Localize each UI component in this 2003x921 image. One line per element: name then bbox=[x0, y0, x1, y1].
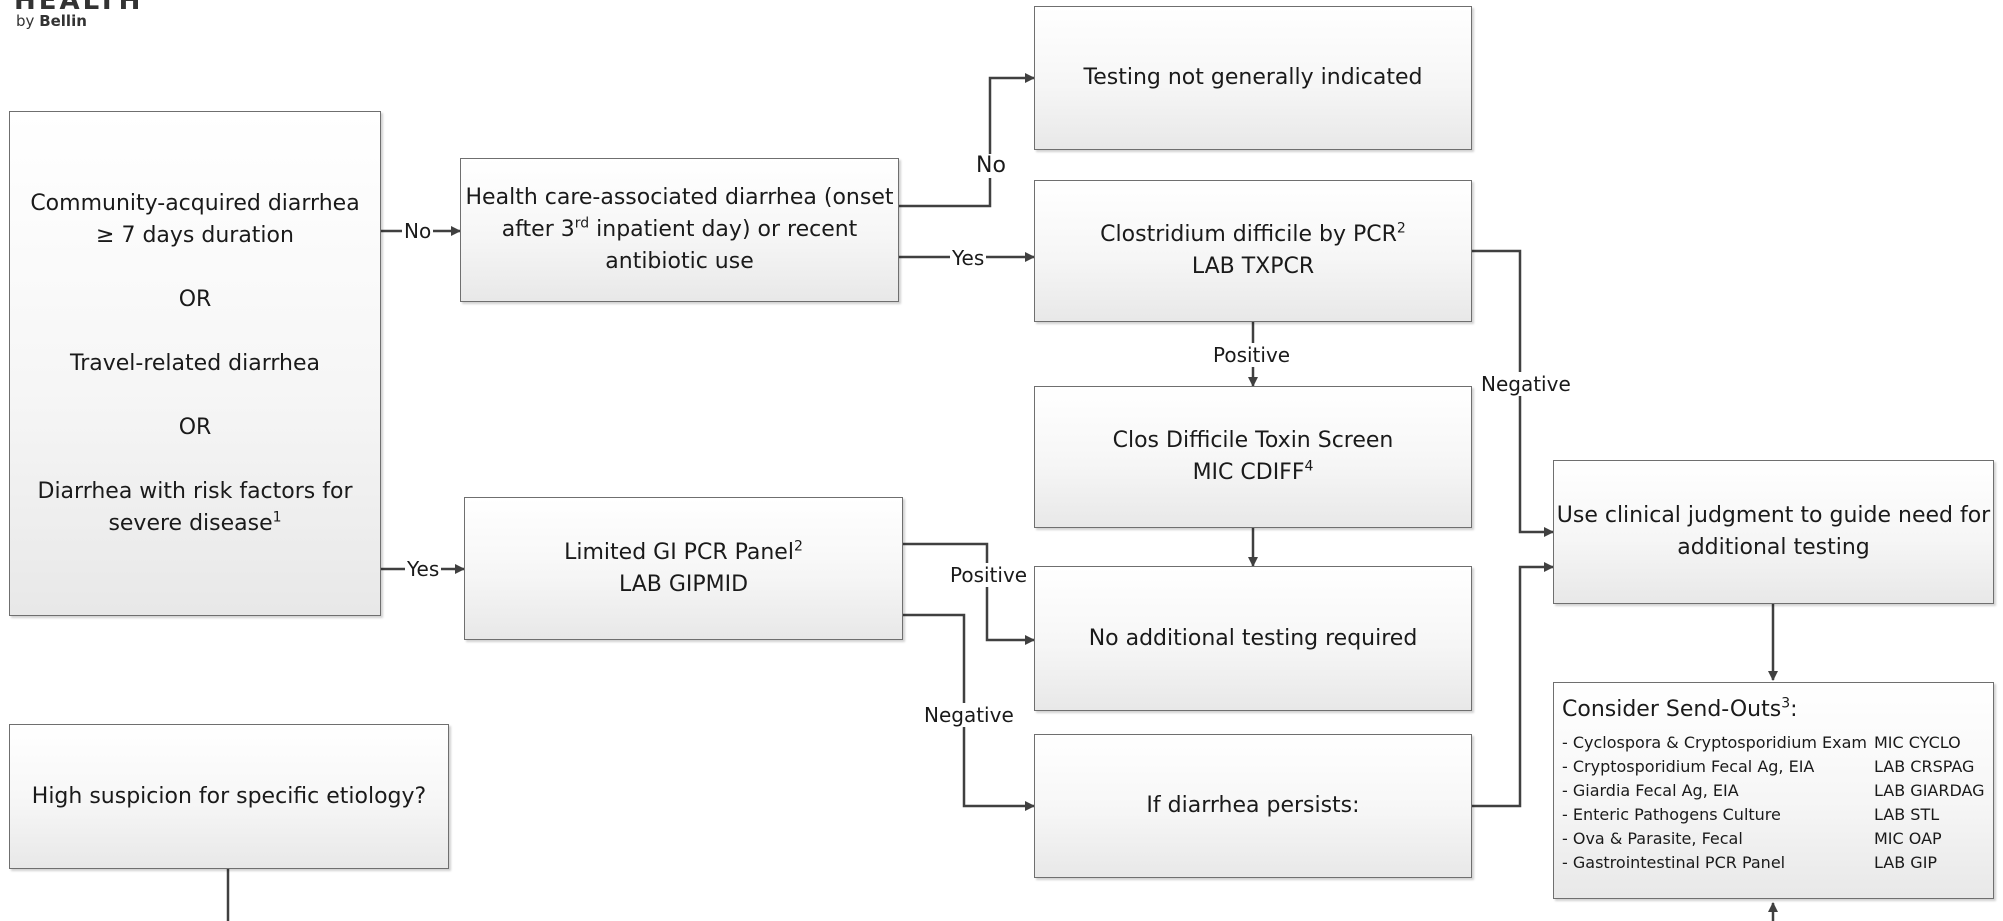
edge-label-start-no: No bbox=[402, 219, 434, 243]
sendout-row: - Gastrointestinal PCR Panel LAB GIP bbox=[1562, 851, 1937, 875]
edge-healthcare-to-not-indicated bbox=[899, 73, 1035, 208]
start-line-5: severe disease1 bbox=[108, 508, 281, 540]
sendouts-title-colon: : bbox=[1790, 697, 1798, 722]
toxin-footnote: 4 bbox=[1304, 458, 1314, 475]
sendout-row: - Ova & Parasite, Fecal MIC OAP bbox=[1562, 827, 1942, 851]
edge-gi-to-no-additional bbox=[903, 542, 1035, 645]
sendout-code: MIC OAP bbox=[1874, 829, 1942, 848]
sendout-row: - Cyclospora & Cryptosporidium Exam MIC C… bbox=[1562, 731, 1961, 755]
start-line-2: ≥ 7 days duration bbox=[96, 222, 294, 248]
persists-box: If diarrhea persists: bbox=[1034, 734, 1472, 878]
edge-label-hc-yes: Yes bbox=[950, 246, 987, 270]
sendouts-footnote: 3 bbox=[1781, 695, 1791, 712]
no-additional-text: No additional testing required bbox=[1088, 625, 1418, 651]
suspicion-box: High suspicion for specific etiology? bbox=[9, 724, 449, 869]
start-line-3: Travel-related diarrhea bbox=[70, 350, 320, 376]
sendouts-title: Consider Send-Outs3: bbox=[1562, 695, 1798, 725]
toxin-screen-box: Clos Difficile Toxin Screen MIC CDIFF4 bbox=[1034, 386, 1472, 528]
sendout-name: - Gastrointestinal PCR Panel bbox=[1562, 853, 1786, 872]
sendout-code: LAB STL bbox=[1874, 805, 1940, 824]
healthcare-line-3: antibiotic use bbox=[605, 249, 754, 274]
sendout-row: - Enteric Pathogens Culture LAB STL bbox=[1562, 803, 1939, 827]
sendout-code: LAB CRSPAG bbox=[1874, 757, 1975, 776]
healthcare-line-2-post: inpatient day) or recent bbox=[589, 217, 858, 242]
sendout-code: LAB GIP bbox=[1874, 853, 1938, 872]
clinical-judgment-box: Use clinical judgment to guide need for … bbox=[1553, 460, 1994, 604]
healthcare-line-2: after 3rd inpatient day) or recent bbox=[502, 214, 858, 246]
edge-label-hc-no: No bbox=[974, 153, 1008, 178]
edge-label-start-yes: Yes bbox=[405, 557, 442, 581]
start-footnote-1: 1 bbox=[272, 509, 282, 526]
limited-gi-panel-box: Limited GI PCR Panel2 LAB GIPMID bbox=[464, 497, 903, 640]
sendout-name: - Cryptosporidium Fecal Ag, EIA bbox=[1562, 757, 1815, 776]
start-line-4: Diarrhea with risk factors for bbox=[37, 478, 353, 504]
healthcare-line-2-sup: rd bbox=[574, 215, 590, 232]
cdiff-pcr-line-1-text: Clostridium difficile by PCR bbox=[1100, 222, 1397, 247]
suspicion-text: High suspicion for specific etiology? bbox=[31, 783, 427, 809]
sendout-code: MIC CYCLO bbox=[1874, 733, 1961, 752]
sendout-name: - Giardia Fecal Ag, EIA bbox=[1562, 781, 1739, 800]
limited-gi-footnote: 2 bbox=[793, 538, 803, 555]
not-indicated-box: Testing not generally indicated bbox=[1034, 6, 1472, 150]
cdiff-pcr-line-2: LAB TXPCR bbox=[1191, 254, 1315, 279]
sendout-code: LAB GIARDAG bbox=[1874, 781, 1985, 800]
logo-by-text: by bbox=[16, 12, 35, 30]
edge-persists-to-clinical bbox=[1472, 562, 1554, 808]
edge-label-gi-negative: Negative bbox=[922, 703, 1016, 727]
sendout-row: - Giardia Fecal Ag, EIA LAB GIARDAG bbox=[1562, 779, 1985, 803]
cdiff-pcr-box: Clostridium difficile by PCR2 LAB TXPCR bbox=[1034, 180, 1472, 322]
limited-gi-line-1-text: Limited GI PCR Panel bbox=[564, 539, 794, 565]
sendout-row: - Cryptosporidium Fecal Ag, EIA LAB CRSPA… bbox=[1562, 755, 1974, 779]
clinical-line-2: additional testing bbox=[1677, 535, 1870, 560]
sendouts-title-text: Consider Send-Outs bbox=[1562, 697, 1782, 722]
start-or-1: OR bbox=[178, 286, 212, 312]
cdiff-pcr-line-1: Clostridium difficile by PCR2 bbox=[1100, 219, 1406, 251]
clinical-line-1: Use clinical judgment to guide need for bbox=[1556, 503, 1991, 528]
limited-gi-line-1: Limited GI PCR Panel2 bbox=[564, 537, 803, 569]
start-line-1: Community-acquired diarrhea bbox=[30, 190, 360, 216]
cdiff-pcr-footnote: 2 bbox=[1396, 220, 1406, 237]
sendout-name: - Cyclospora & Cryptosporidium Exam bbox=[1562, 733, 1867, 752]
sendout-name: - Enteric Pathogens Culture bbox=[1562, 805, 1781, 824]
toxin-line-1: Clos Difficile Toxin Screen bbox=[1112, 428, 1394, 453]
toxin-line-2: MIC CDIFF4 bbox=[1193, 457, 1314, 489]
start-line-5-text: severe disease bbox=[108, 510, 273, 536]
toxin-line-2-text: MIC CDIFF bbox=[1192, 460, 1305, 485]
sendouts-box: Consider Send-Outs3: - Cyclospora & Cryp… bbox=[1553, 682, 1994, 899]
persists-text: If diarrhea persists: bbox=[1146, 793, 1360, 818]
start-or-2: OR bbox=[178, 414, 212, 440]
edge-label-gi-positive: Positive bbox=[948, 563, 1030, 587]
healthcare-associated-box: Health care-associated diarrhea (onset a… bbox=[460, 158, 899, 302]
logo-wordmark: HEALTH bbox=[14, 0, 144, 16]
edge-label-cdiff-negative: Negative bbox=[1479, 372, 1573, 396]
logo-brand-text: Bellin bbox=[39, 12, 87, 30]
healthcare-line-1: Health care-associated diarrhea (onset bbox=[465, 185, 894, 210]
no-additional-box: No additional testing required bbox=[1034, 566, 1472, 711]
healthcare-line-2-pre: after 3 bbox=[501, 217, 575, 242]
logo-byline: by Bellin bbox=[16, 12, 87, 30]
not-indicated-text: Testing not generally indicated bbox=[1083, 65, 1423, 90]
limited-gi-line-2: LAB GIPMID bbox=[618, 571, 749, 597]
start-criteria-box: Community-acquired diarrhea ≥ 7 days dur… bbox=[9, 111, 381, 616]
sendout-name: - Ova & Parasite, Fecal bbox=[1562, 829, 1743, 848]
edge-label-cdiff-positive: Positive bbox=[1211, 343, 1293, 367]
